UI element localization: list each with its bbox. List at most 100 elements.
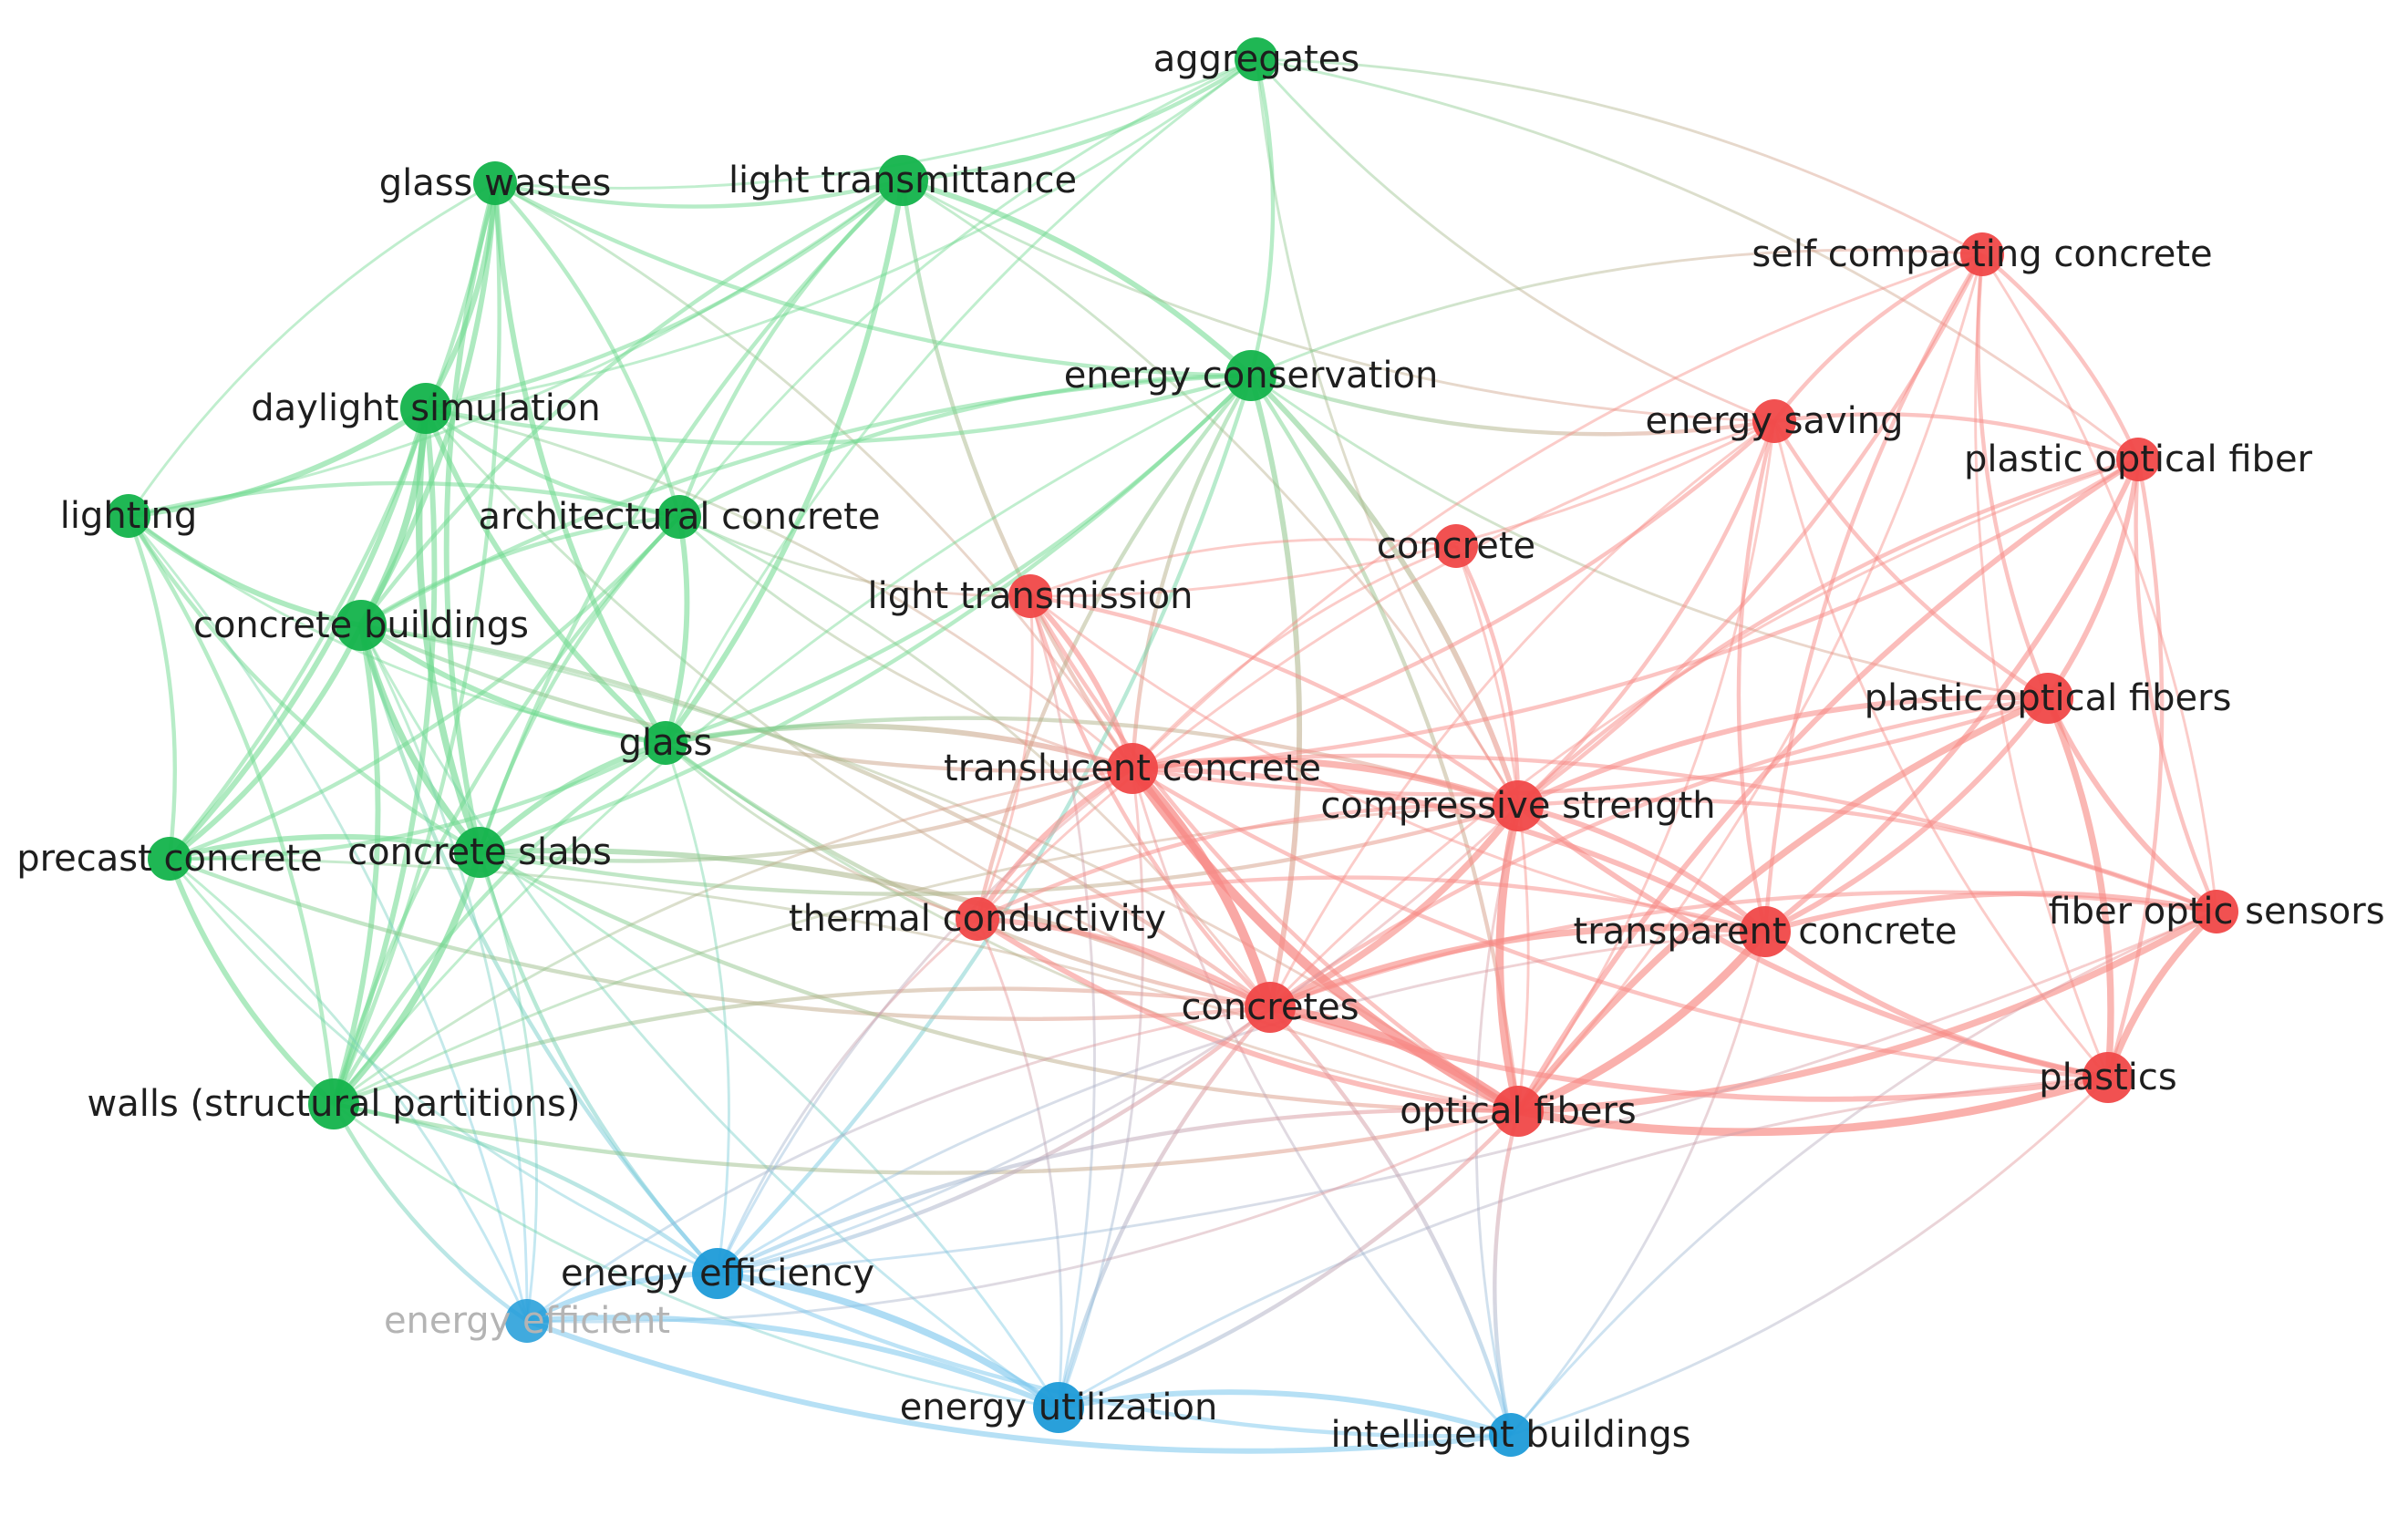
edge-translucent-concrete-thermal-conductivity [975, 766, 1134, 921]
edge-light-transmittance-daylight-simulation [425, 179, 904, 411]
label-thermal-conductivity[interactable]: thermal conductivity [789, 898, 1166, 940]
edge-plastic-optical-fiber-fiber-optic-sensors [2134, 459, 2219, 913]
edge-plastic-optical-fiber-plastic-optical-fibers [2045, 459, 2141, 700]
node-plastic-optical-fibers[interactable] [2022, 673, 2073, 724]
edge-energy-saving-plastic-optical-fibers [1772, 419, 2050, 700]
node-lighting[interactable] [107, 494, 150, 538]
node-plastics[interactable] [2082, 1052, 2134, 1103]
edge-lighting-walls [127, 514, 336, 1105]
label-transparent-concrete[interactable]: transparent concrete [1574, 911, 1958, 953]
edge-translucent-concrete-energy-utilization [1057, 768, 1145, 1408]
label-glass[interactable]: glass [619, 722, 713, 764]
edge-transparent-concrete-energy-efficiency [717, 930, 1766, 1275]
edge-plastic-optical-fiber-compressive-strength [1516, 457, 2139, 808]
edge-light-transmittance-glass [663, 180, 905, 745]
label-energy-efficiency[interactable]: energy efficiency [561, 1253, 874, 1294]
edge-energy-conservation-translucent-concrete [1130, 374, 1253, 769]
node-architectural-concrete[interactable] [657, 495, 701, 539]
node-concretes[interactable] [1245, 982, 1296, 1033]
node-energy-efficient[interactable] [505, 1299, 549, 1343]
label-energy-efficient[interactable]: energy efficient [384, 1300, 670, 1342]
node-transparent-concrete[interactable] [1740, 906, 1791, 957]
edge-energy-conservation-concrete-buildings [359, 373, 1252, 627]
label-concrete[interactable]: concrete [1377, 525, 1535, 567]
label-plastic-optical-fiber[interactable]: plastic optical fiber [1964, 438, 2313, 480]
label-light-transmission[interactable]: light transmission [868, 575, 1194, 617]
node-optical-fibers[interactable] [1493, 1086, 1544, 1137]
edge-daylight-simulation-glass [423, 407, 667, 746]
node-energy-efficiency[interactable] [692, 1248, 743, 1299]
edge-self-compacting-concrete-plastics [1974, 253, 2110, 1078]
edge-aggregates-glass [664, 57, 1257, 744]
edge-concrete-translucent-concrete [1131, 544, 1457, 769]
node-concrete-buildings[interactable] [336, 600, 387, 651]
node-translucent-concrete[interactable] [1107, 743, 1158, 794]
edge-plastics-optical-fibers [1517, 1073, 2110, 1137]
edge-plastics-energy-utilization [1058, 1076, 2109, 1409]
edge-walls-compressive-strength [333, 804, 1519, 1106]
node-glass-wastes[interactable] [473, 161, 517, 205]
node-concrete[interactable] [1434, 524, 1478, 568]
node-energy-utilization[interactable] [1033, 1382, 1084, 1433]
edge-thermal-conductivity-concretes [977, 916, 1272, 1010]
edge-energy-conservation-self-compacting-concrete [1250, 248, 1983, 377]
node-fiber-optic-sensors[interactable] [2195, 890, 2238, 933]
node-precast-concrete[interactable] [148, 837, 191, 881]
node-intelligent-buildings[interactable] [1489, 1413, 1533, 1457]
edge-aggregates-daylight-simulation [425, 57, 1257, 410]
node-energy-saving[interactable] [1752, 399, 1796, 443]
label-self-compacting-concrete[interactable]: self compacting concrete [1752, 233, 2212, 275]
node-glass[interactable] [644, 721, 687, 765]
edge-energy-efficient-energy-utilization [526, 1315, 1060, 1410]
label-energy-conservation[interactable]: energy conservation [1064, 355, 1439, 397]
label-intelligent-buildings[interactable]: intelligent buildings [1331, 1414, 1691, 1456]
node-compressive-strength[interactable] [1493, 780, 1544, 831]
label-translucent-concrete[interactable]: translucent concrete [944, 748, 1321, 789]
edge-walls-concretes [333, 986, 1271, 1107]
edge-concrete-buildings-energy-utilization [359, 624, 1059, 1409]
label-plastic-optical-fibers[interactable]: plastic optical fibers [1865, 677, 2232, 719]
edge-compressive-strength-concretes [1268, 803, 1521, 1011]
node-thermal-conductivity[interactable] [956, 897, 999, 941]
label-daylight-simulation[interactable]: daylight simulation [251, 387, 600, 429]
edge-glass-wastes-concrete-slabs [443, 182, 498, 853]
label-optical-fibers[interactable]: optical fibers [1400, 1090, 1636, 1132]
node-plastic-optical-fiber[interactable] [2116, 438, 2160, 481]
node-daylight-simulation[interactable] [400, 383, 451, 434]
label-plastics[interactable]: plastics [2039, 1057, 2176, 1098]
edge-transparent-concrete-plastics [1763, 929, 2109, 1080]
label-concrete-buildings[interactable]: concrete buildings [193, 604, 529, 646]
edge-compressive-strength-transparent-concrete [1517, 803, 1767, 934]
edge-walls-optical-fibers [333, 1101, 1519, 1175]
edge-precast-concrete-energy-efficient [169, 857, 529, 1322]
edge-compressive-strength-thermal-conductivity [977, 803, 1519, 921]
label-energy-utilization[interactable]: energy utilization [900, 1387, 1218, 1428]
node-self-compacting-concrete[interactable] [1960, 232, 2004, 276]
label-aggregates[interactable]: aggregates [1153, 38, 1360, 80]
label-light-transmittance[interactable]: light transmittance [729, 160, 1077, 201]
edge-light-transmission-concretes [1028, 595, 1272, 1009]
node-light-transmission[interactable] [1008, 574, 1052, 618]
edge-lighting-concrete-buildings [127, 513, 362, 628]
label-glass-wastes[interactable]: glass wastes [379, 162, 612, 204]
label-concrete-slabs[interactable]: concrete slabs [347, 831, 612, 873]
edge-glass-optical-fibers [665, 741, 1519, 1113]
node-aggregates[interactable] [1235, 37, 1278, 81]
label-architectural-concrete[interactable]: architectural concrete [479, 496, 881, 538]
label-lighting[interactable]: lighting [60, 495, 198, 537]
node-energy-conservation[interactable] [1225, 350, 1276, 401]
edge-light-transmittance-translucent-concrete [900, 180, 1134, 770]
label-precast-concrete[interactable]: precast concrete [16, 838, 323, 880]
node-light-transmittance[interactable] [877, 155, 928, 206]
edge-lighting-architectural-concrete [128, 480, 680, 520]
node-concrete-slabs[interactable] [454, 827, 505, 878]
edge-plastic-optical-fibers-transparent-concrete [1763, 696, 2051, 934]
label-fiber-optic-sensors[interactable]: fiber optic sensors [2048, 891, 2384, 933]
label-compressive-strength[interactable]: compressive strength [1320, 785, 1715, 827]
label-concretes[interactable]: concretes [1181, 986, 1359, 1028]
edge-architectural-concrete-glass [663, 516, 690, 744]
label-energy-saving[interactable]: energy saving [1646, 400, 1904, 442]
label-walls[interactable]: walls (structural partitions) [88, 1083, 581, 1125]
node-walls[interactable] [308, 1078, 359, 1129]
edge-architectural-concrete-walls [331, 515, 681, 1105]
